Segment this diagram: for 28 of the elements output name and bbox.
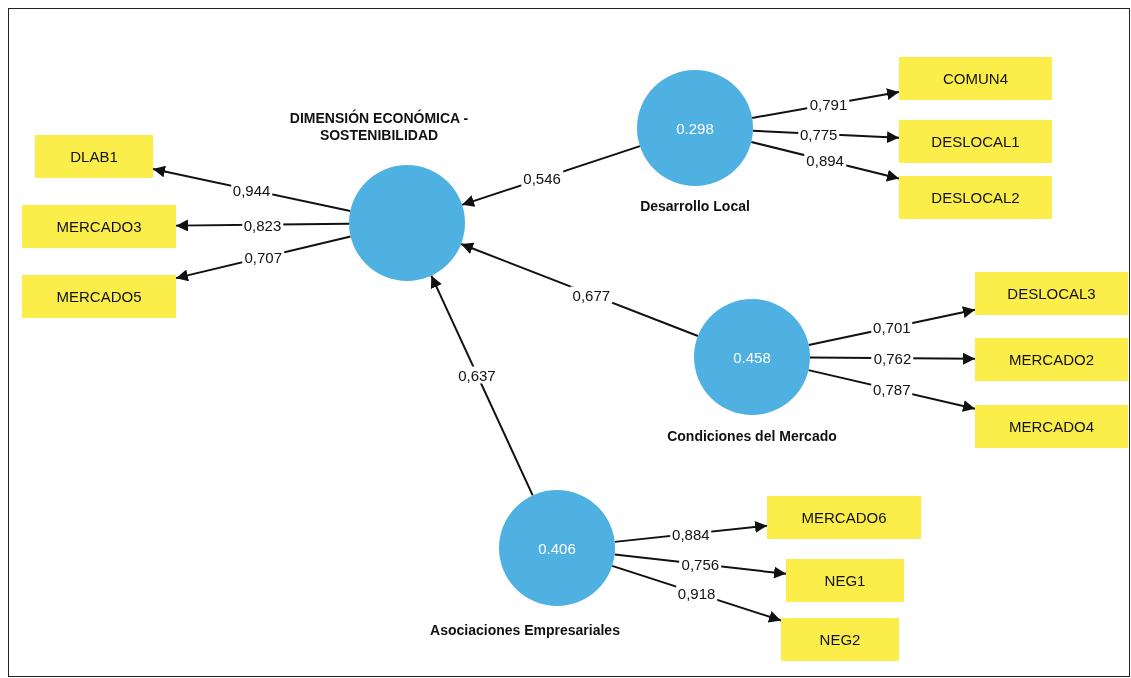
edge-label: 0,546 [521, 169, 563, 187]
edge-label: 0,918 [675, 584, 718, 602]
edge-label: 0,944 [230, 181, 273, 199]
indicator-box: MERCADO6 [767, 496, 921, 539]
edge-label: 0,707 [242, 248, 285, 266]
construct-name: Asociaciones Empresariales [429, 622, 621, 639]
r-squared-value: 0.458 [733, 348, 771, 366]
indicator-box: MERCADO5 [22, 275, 176, 318]
r-squared-value: 0.406 [538, 539, 576, 557]
indicator-box: DLAB1 [35, 135, 153, 178]
indicator-box: NEG1 [786, 559, 904, 602]
construct-name: Condiciones del Mercado [666, 428, 838, 445]
edge-label: 0,787 [870, 380, 913, 398]
arrow [430, 274, 534, 497]
indicator-box: DESLOCAL1 [899, 120, 1052, 163]
indicator-box: DESLOCAL2 [899, 176, 1052, 219]
indicator-box: DESLOCAL3 [975, 272, 1128, 315]
indicator-box: COMUN4 [899, 57, 1052, 100]
edge-label: 0,894 [804, 151, 846, 169]
indicator-box: NEG2 [781, 618, 899, 661]
indicator-box: MERCADO2 [975, 338, 1128, 381]
edge-label: 0,637 [456, 366, 498, 383]
indicator-box: MERCADO3 [22, 205, 176, 248]
edge-label: 0,677 [570, 286, 613, 304]
indicator-box: MERCADO4 [975, 405, 1128, 448]
r-squared-value: 0.298 [676, 119, 714, 137]
construct-name: Desarrollo Local [639, 198, 751, 215]
construct-name: DIMENSIÓN ECONÓMICA - SOSTENIBILIDAD [288, 110, 470, 144]
